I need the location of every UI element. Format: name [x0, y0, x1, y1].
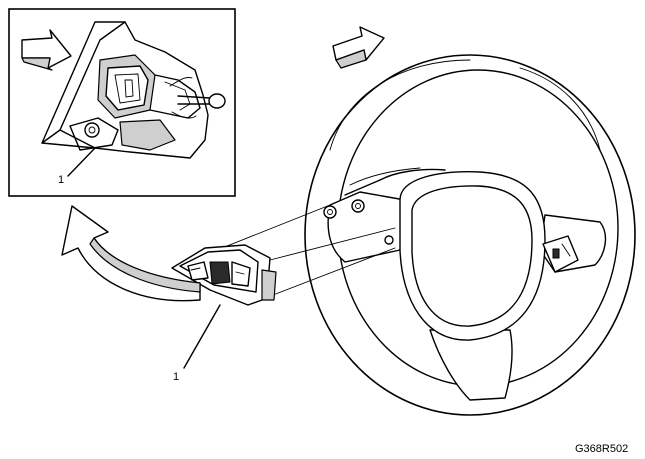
inset-detail: 1 [8, 8, 236, 197]
curved-removal-arrow [61, 205, 201, 302]
inset-callout-label: 1 [58, 174, 64, 186]
inset-direction-arrow [21, 29, 72, 71]
figure-code: G368R502 [575, 443, 628, 455]
switch-button-left [187, 261, 209, 281]
inset-switch-assembly [41, 21, 226, 177]
airbag-module [399, 171, 546, 341]
switch-button-right [231, 261, 251, 287]
switch-button-center [209, 261, 231, 285]
main-direction-arrow [332, 26, 385, 69]
removed-switch-assembly [171, 204, 396, 369]
right-switch-installed [542, 235, 579, 273]
main-callout-label: 1 [173, 371, 179, 383]
steering-wheel [304, 54, 636, 416]
spoke-screws [323, 199, 394, 245]
